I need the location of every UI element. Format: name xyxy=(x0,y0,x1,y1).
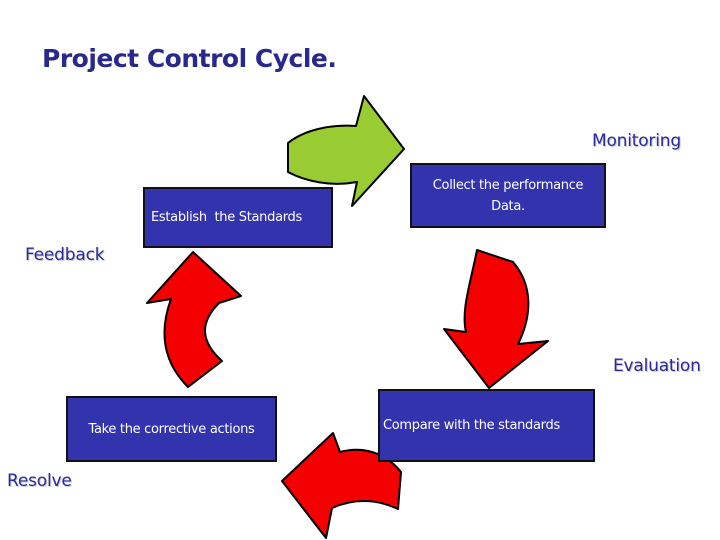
process-box-collect-line2: Data. xyxy=(491,198,525,214)
process-box-establish-standards: Establish the Standards xyxy=(143,187,333,248)
stage-label-monitoring: Monitoring xyxy=(592,131,681,151)
process-box-collect-line1: Collect the performance xyxy=(432,177,584,193)
red-down-curved-arrow xyxy=(443,249,549,389)
stage-label-resolve: Resolve xyxy=(7,471,72,491)
red-up-curved-arrow xyxy=(146,251,242,388)
process-box-take-text: Take the corrective actions xyxy=(88,421,255,437)
process-box-corrective-actions: Take the corrective actions xyxy=(66,396,277,462)
slide-title: Project Control Cycle. xyxy=(42,44,337,73)
stage-label-feedback: Feedback xyxy=(25,245,105,265)
red-left-curved-arrow xyxy=(281,432,402,539)
process-box-establish-text: Establish the Standards xyxy=(151,210,302,225)
process-box-compare-text: Compare with the standards xyxy=(383,418,560,433)
process-box-collect-data: Collect the performance Data. xyxy=(410,163,606,228)
stage-label-evaluation: Evaluation xyxy=(613,356,701,376)
process-box-compare-standards: Compare with the standards xyxy=(378,389,595,462)
green-curved-arrow xyxy=(287,95,405,207)
